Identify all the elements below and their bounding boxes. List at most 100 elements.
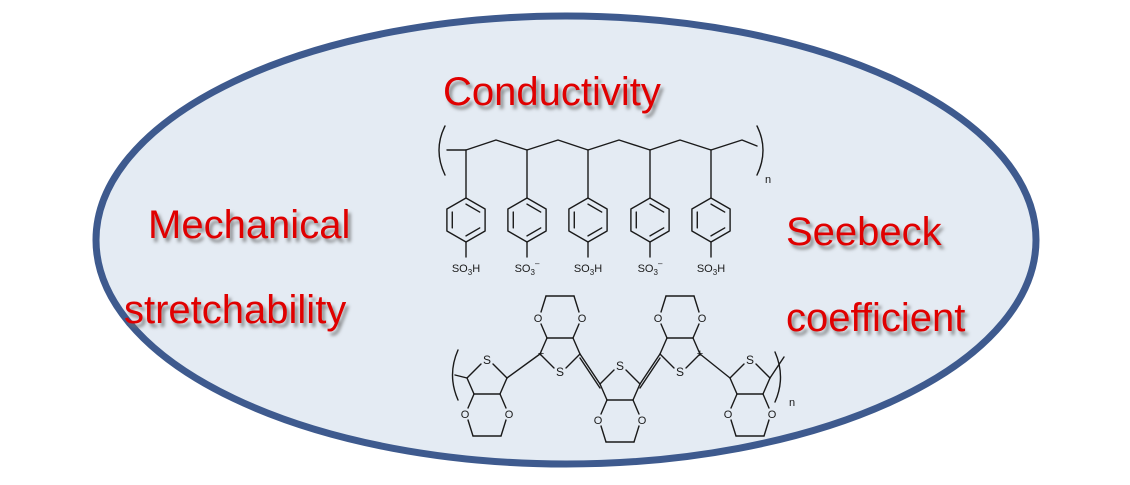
benzene-double-bond: [465, 203, 481, 213]
dioxane-bond: [467, 393, 475, 409]
benzene-double-bond: [526, 203, 542, 213]
sulfonate-label: SO3H: [452, 263, 480, 277]
thiophene-bond: [762, 377, 771, 395]
sulfonate-label: SO3H: [574, 263, 602, 277]
thiophene-bond: [729, 363, 745, 379]
pedot-unit-3: S O O: [594, 359, 647, 443]
dioxane-bond: [660, 295, 667, 313]
thiophene-bond: [572, 337, 581, 355]
thiophene-bond: [599, 383, 608, 401]
thiophene-bond: [565, 353, 581, 369]
pedot-double-link: [579, 353, 601, 385]
benzene-double-bond: [649, 203, 665, 213]
oxygen-atom: O: [698, 313, 707, 325]
dioxane-bond: [573, 295, 580, 313]
dioxane-bond: [600, 425, 607, 443]
pedot-double-link: [639, 357, 661, 389]
benzene-double-bond: [587, 203, 603, 213]
oxygen-atom: O: [461, 409, 470, 421]
sulfur-atom: S: [616, 359, 624, 373]
sulfonate-label: SO3–: [638, 259, 663, 277]
background-ellipse: [92, 12, 1040, 468]
pedot-double-link: [579, 357, 601, 389]
thiophene-bond: [625, 369, 641, 385]
dioxane-bond: [692, 323, 700, 339]
oxygen-atom: O: [768, 409, 777, 421]
benzene-double-bond: [649, 227, 665, 237]
pedot-unit-1: S O O: [461, 353, 514, 437]
pss-backbone: [446, 139, 758, 151]
benzene-double-bond: [587, 227, 603, 237]
thiophene-bond: [539, 353, 555, 369]
seebeck-coefficient-label-line1: Seebeck: [786, 210, 942, 254]
pedot-unit-4: S O O: [654, 295, 707, 379]
pedot-link: [699, 353, 731, 379]
benzene-double-bond: [526, 227, 542, 237]
oxygen-atom: O: [638, 415, 647, 427]
pedot-end-bond: [454, 374, 468, 379]
benzene-double-bond: [710, 227, 726, 237]
pedot-unit-5: S O O: [724, 353, 777, 437]
dioxane-bond: [762, 393, 770, 409]
thiophene-bond: [692, 337, 701, 355]
dioxane-bond: [540, 295, 547, 313]
sulfonate-label: SO3–: [515, 259, 540, 277]
thiophene-bond: [466, 363, 482, 379]
seebeck-coefficient-label-line2: coefficient: [786, 296, 966, 340]
dioxane-bond: [540, 323, 548, 339]
oxygen-atom: O: [505, 409, 514, 421]
dioxane-bond: [730, 393, 738, 409]
oxygen-atom: O: [578, 313, 587, 325]
dioxane-bond: [600, 399, 608, 415]
thiophene-bond: [499, 377, 508, 395]
thiophene-bond: [539, 337, 548, 355]
dioxane-bond: [693, 295, 700, 313]
oxygen-atom: O: [534, 313, 543, 325]
thiophene-bond: [466, 377, 475, 395]
benzene-double-bond: [465, 227, 481, 237]
pss-left-bracket: [438, 125, 446, 176]
positive-charge: +: [697, 348, 703, 360]
positive-charge: +: [538, 348, 544, 360]
pedot-end-bond: [769, 356, 785, 379]
oxygen-atom: O: [654, 313, 663, 325]
dioxane-bond: [499, 393, 507, 409]
thiophene-bond: [659, 337, 668, 355]
pedot-left-bracket: [451, 349, 459, 401]
dioxane-bond: [467, 419, 474, 437]
dioxane-bond: [730, 419, 737, 437]
pedot-double-link: [639, 353, 661, 385]
dioxane-bond: [500, 419, 507, 437]
oxygen-atom: O: [724, 409, 733, 421]
sulfur-atom: S: [746, 353, 754, 367]
pss-repeat-index-n: n: [765, 174, 771, 186]
pedot-unit-2: S O O: [534, 295, 587, 379]
thiophene-bond: [729, 377, 738, 395]
thiophene-bond: [755, 363, 771, 379]
conductivity-label: Conductivity: [443, 70, 661, 114]
thiophene-bond: [599, 369, 615, 385]
oxygen-atom: O: [594, 415, 603, 427]
benzene-double-bond: [710, 203, 726, 213]
sulfonate-label: SO3H: [697, 263, 725, 277]
thiophene-bond: [632, 383, 641, 401]
pedot-right-bracket: [774, 351, 782, 403]
thiophene-bond: [685, 353, 701, 369]
dioxane-bond: [572, 323, 580, 339]
sulfur-atom: S: [483, 353, 491, 367]
dioxane-bond: [763, 419, 770, 437]
mechanical-stretchability-label-line2: stretchability: [124, 288, 347, 332]
sulfur-atom: S: [556, 365, 564, 379]
pedot-repeat-index-n: n: [789, 397, 795, 409]
mechanical-stretchability-label-line1: Mechanical: [148, 203, 351, 247]
thiophene-bond: [492, 363, 508, 379]
sulfur-atom: S: [676, 365, 684, 379]
dioxane-bond: [633, 425, 640, 443]
pedot-link: [506, 353, 541, 379]
dioxane-bond: [632, 399, 640, 415]
pss-right-bracket: [756, 125, 764, 176]
thiophene-bond: [659, 353, 675, 369]
